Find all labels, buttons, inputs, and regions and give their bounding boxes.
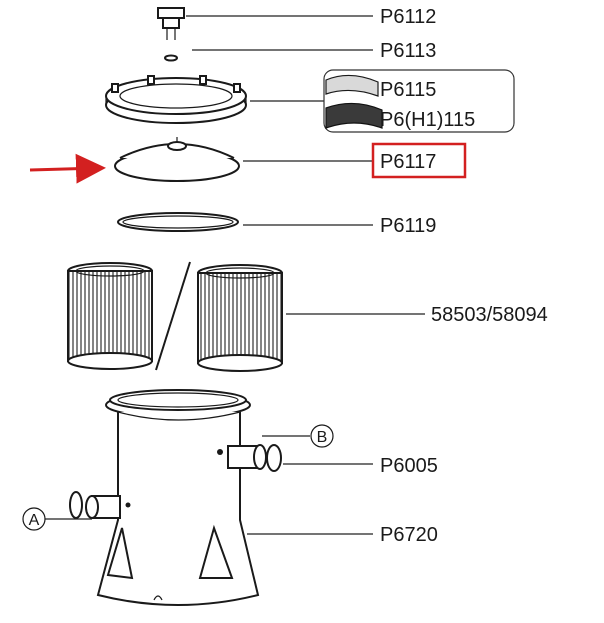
small-o-ring-label: P6113 [380,40,436,62]
lid-seal-part [117,212,239,232]
lid-seal-label: P6119 [380,215,436,237]
lock-ring-part [105,75,247,124]
alternative-slash-divider [155,261,191,371]
lock-ring-variant-light-icon [325,74,379,97]
marker-b-text: B [317,429,328,446]
marker-a-text: A [29,512,40,529]
filter-cartridge-label: 58503/58094 [431,304,548,326]
marker-b-circle [310,424,334,448]
lock-ring-label: P6115 [380,79,436,101]
cap-knob-label: P6112 [380,6,436,28]
filter-cartridge-left [67,262,153,370]
small-o-ring-part [164,54,178,62]
filter-cartridge-right [197,264,283,372]
lock-ring-variant-dark-icon [325,102,383,129]
hose-seal-a-part [69,491,83,519]
marker-a-circle [22,507,46,531]
top-lid-highlight-box [371,142,467,179]
top-lid-part [114,137,240,182]
hose-seal-part [266,444,282,472]
lock-ring-alt-label: P6(H1)115 [380,109,475,131]
housing-label: P6720 [380,524,438,546]
highlight-arrow-icon [29,153,106,184]
top-lid-label: P6117 [380,151,436,173]
hose-seal-label: P6005 [380,455,438,477]
housing-part [85,389,267,606]
cap-knob-part [157,7,185,40]
